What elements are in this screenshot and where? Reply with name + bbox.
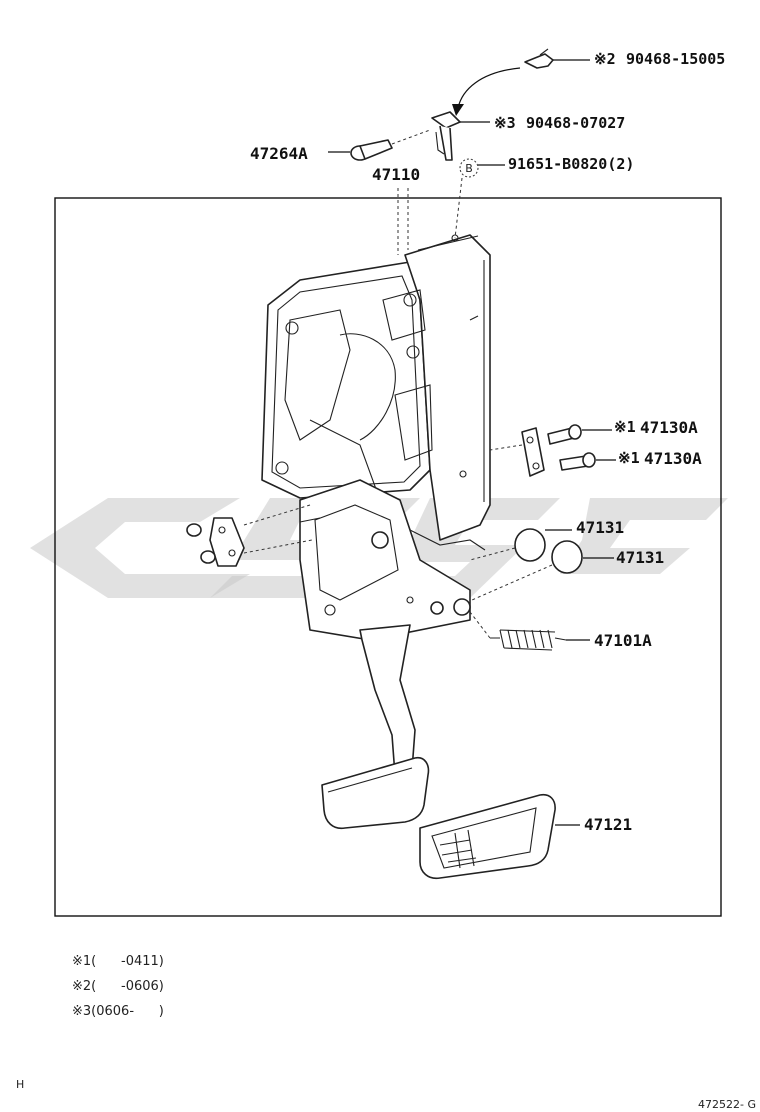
pedal-bracket-47110 [261, 234, 491, 641]
note-3: ※3(0606- ) [72, 1004, 164, 1019]
label-47131-bottom: 47131 [616, 548, 664, 567]
footnotes: ※1( -0411) ※2( -0606) ※3(0606- ) [72, 954, 164, 1019]
stoppers-47131 [469, 528, 614, 601]
clip-90468-07027 [431, 111, 490, 161]
spring-47101A [469, 611, 590, 651]
label-91651: 91651-B0820(2) [508, 155, 634, 173]
label-90468-15005: 90468-15005 [626, 50, 725, 68]
figure-code: 472522- G [698, 1098, 756, 1111]
label-47130A-top: 47130A [640, 418, 698, 437]
svg-text:※1: ※1 [618, 449, 640, 467]
left-bolts [186, 504, 313, 567]
assembly-frame [54, 197, 722, 917]
clip-90468-15005 [452, 48, 590, 116]
part-labels: ※2 90468-15005 ※3 90468-07027 47264A 471… [250, 50, 725, 834]
svg-text:※2: ※2 [594, 50, 616, 68]
note-2: ※2( -0606) [72, 979, 164, 994]
bolt-91651: B [454, 158, 505, 239]
label-47121: 47121 [584, 815, 632, 834]
bolts-47130A [489, 424, 616, 477]
corner-mark: H [16, 1078, 24, 1091]
svg-text:※1: ※1 [614, 418, 636, 436]
svg-text:B: B [465, 162, 473, 175]
label-47130A-bottom: 47130A [644, 449, 702, 468]
label-47101A: 47101A [594, 631, 652, 650]
label-47131-top: 47131 [576, 518, 624, 537]
label-90468-07027: 90468-07027 [526, 114, 625, 132]
label-47264A: 47264A [250, 144, 308, 163]
label-47110: 47110 [372, 165, 420, 184]
note-1: ※1( -0411) [72, 954, 164, 969]
pedal-arm [321, 624, 430, 830]
svg-text:※3: ※3 [494, 114, 516, 132]
pin-47264A [328, 129, 431, 161]
pedal-pad-47121 [419, 793, 580, 880]
